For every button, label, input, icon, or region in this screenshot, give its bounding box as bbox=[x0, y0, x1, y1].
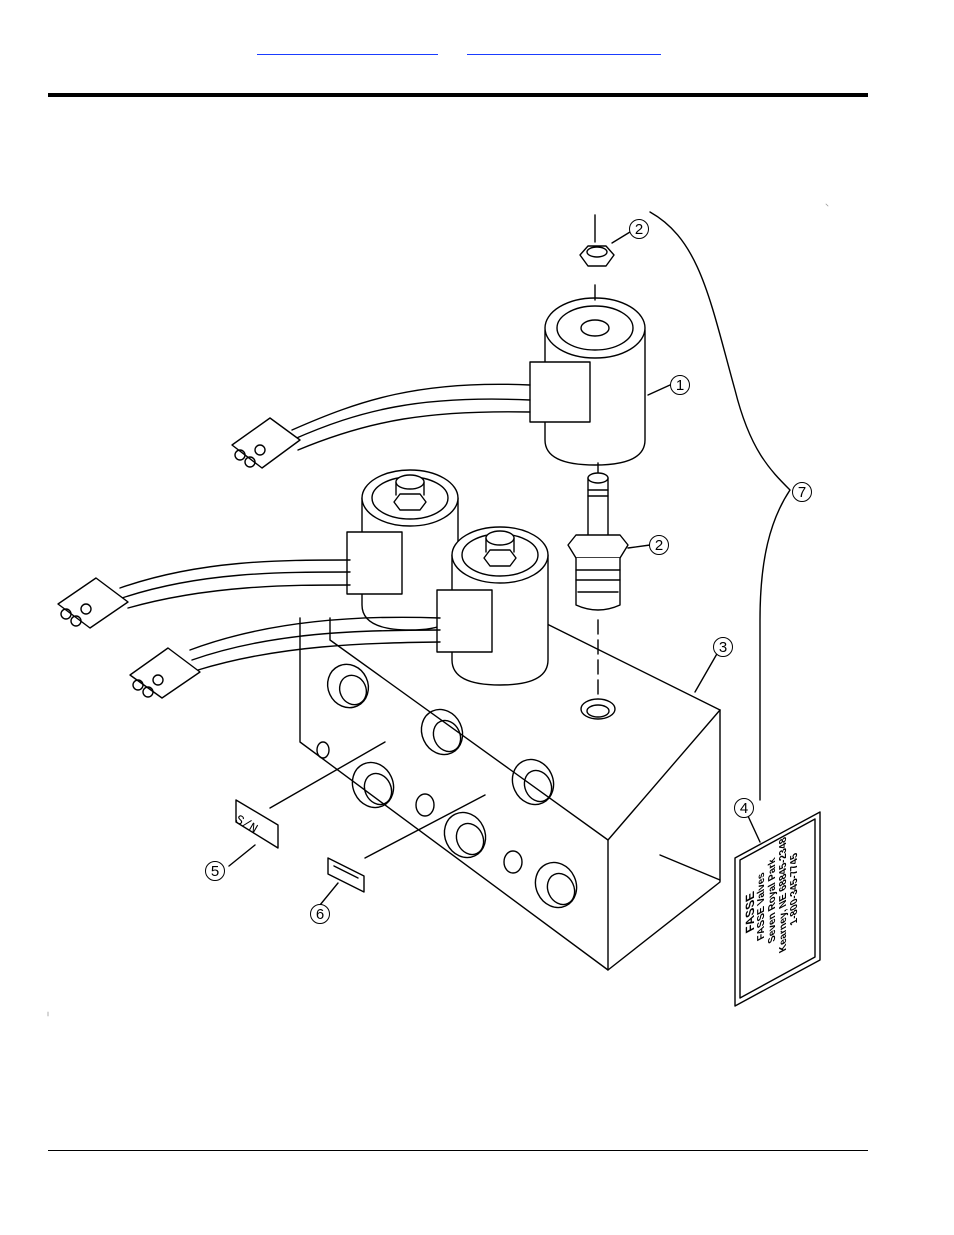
cartridge-valve bbox=[567, 462, 629, 699]
bottom-rule bbox=[48, 1150, 868, 1151]
small-decal bbox=[327, 857, 365, 893]
front-solenoid-coil bbox=[436, 526, 549, 686]
header-link-2[interactable] bbox=[467, 40, 661, 55]
header-link-1[interactable] bbox=[257, 40, 438, 55]
wire-harness-top bbox=[231, 383, 531, 469]
decal-leader-lines bbox=[269, 741, 486, 859]
wire-harness-front bbox=[129, 616, 441, 699]
callout-leaders bbox=[228, 231, 794, 906]
drawing-frame bbox=[47, 203, 829, 1017]
top-nut bbox=[579, 214, 615, 267]
wire-harness-rear bbox=[57, 559, 351, 629]
manifold-block bbox=[299, 617, 721, 971]
block-front-ports bbox=[316, 663, 578, 909]
kit-brace bbox=[649, 211, 791, 801]
cartridge-port bbox=[580, 698, 616, 720]
rear-solenoid-coil bbox=[346, 469, 459, 631]
fasse-decal bbox=[734, 811, 821, 1007]
exploded-solenoid-coil bbox=[529, 284, 646, 466]
top-rule bbox=[48, 93, 868, 97]
serial-plate bbox=[235, 799, 279, 849]
